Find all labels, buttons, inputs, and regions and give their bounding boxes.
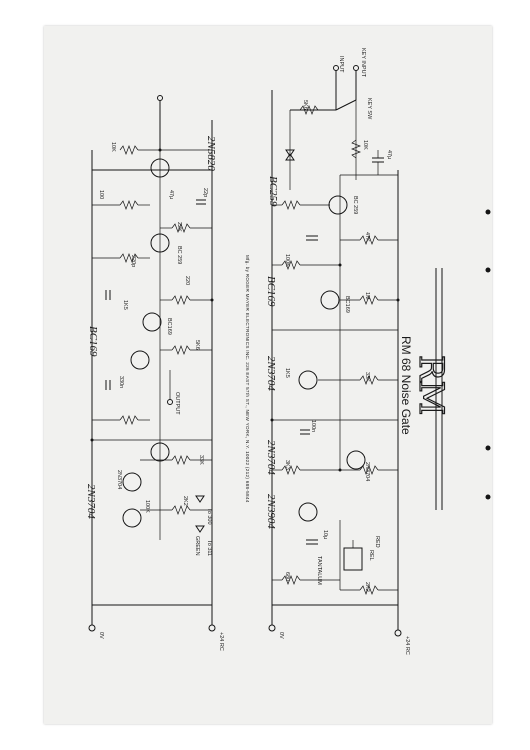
left-board: 10K 47μ 22K BC 259 220 1K5 BC169 5K6 330… [85, 95, 250, 651]
label-10k-right: 10K [362, 140, 368, 150]
label-1k5: 1K5 [122, 300, 128, 310]
label-330n: 330n [118, 376, 124, 388]
handwritten-2n3704-left: 2N3704 [85, 484, 97, 519]
product-title: RM 68 Noise Gate [399, 336, 413, 435]
label-2k2: 2K2 [182, 496, 188, 506]
label-220p: 220p [130, 255, 136, 267]
label-220: 220 [184, 276, 190, 285]
label-22k: 22K [176, 222, 182, 232]
handwritten-bc259: BC259 [267, 176, 279, 207]
label-680-right: 680 [284, 572, 290, 581]
handwritten-bc169-left: BC169 [87, 326, 99, 357]
label-1m-right: 1M [364, 292, 370, 300]
label-47k-right: 47K [364, 232, 370, 242]
label-bc259: BC 259 [176, 246, 182, 264]
label-100: 100 [98, 190, 104, 199]
label-bc259-right: BC 259 [352, 196, 358, 214]
label-1k5-right: 1K5 [284, 368, 290, 378]
label-key-switch: KEY SW [366, 98, 372, 120]
label-33k-right: 33K [364, 372, 370, 382]
label-2n3704-right: 2N3704 [364, 462, 370, 481]
label-bc169: BC169 [166, 318, 172, 335]
label-right-ground: 0V [278, 632, 284, 639]
label-tantalum: TANTALUM [316, 556, 322, 585]
label-10u-right: 10μ [322, 530, 328, 539]
label-47u-right: 47μ [386, 150, 392, 159]
handwritten-2n3704-a: 2N3704 [265, 356, 277, 391]
label-2n3704: 2N3704 [116, 470, 122, 489]
schematic-sheet [44, 26, 492, 724]
label-output: OUTPUT [174, 392, 180, 415]
brand-block: RM RM 68 Noise Gate [399, 209, 491, 510]
label-left-ground: 0V [98, 632, 104, 639]
right-board: INPUT KEY INPUT KEY SW 5K6 10K 47μ BC 25… [265, 48, 410, 655]
label-5k6-right: 5K6 [302, 100, 308, 110]
label-2k2-right: 2K2 [364, 582, 370, 592]
handwritten-bc169-right: BC169 [265, 276, 277, 307]
label-to-300: To 300 [206, 508, 212, 525]
label-input: INPUT [338, 56, 344, 73]
label-key-input: KEY INPUT [360, 48, 366, 78]
label-22p: 22p [202, 188, 208, 197]
label-red-led: RED [374, 536, 380, 548]
label-green-led: GREEN [194, 536, 200, 556]
label-5k6: 5K6 [194, 340, 200, 350]
label-right-supply: +24 RC [404, 636, 410, 655]
label-bc169-right: BC169 [344, 296, 350, 313]
label-100k-right: 100K [284, 254, 290, 267]
label-left-supply: +24 RC [218, 632, 224, 651]
brand-logo: RM [411, 355, 451, 415]
label-47u: 47μ [168, 190, 174, 199]
label-100n-right: 100n [310, 420, 316, 432]
handwritten-2n3704-b: 2N3704 [265, 440, 277, 475]
label-33k: 33K [198, 455, 204, 465]
label-10k-a: 10K [110, 142, 116, 152]
label-relay: REL [368, 550, 374, 561]
label-100k: 100K [144, 500, 150, 513]
manufacturer-line: Mfg. by ROGER MAYER ELECTRONICS INC. 226… [245, 255, 250, 503]
handwritten-2n5820: 2N5820 [205, 136, 217, 171]
label-to-311: To 311 [206, 540, 212, 556]
handwritten-2n3904: 2N3904 [265, 494, 277, 529]
label-3k3-right: 3K3 [284, 460, 290, 470]
